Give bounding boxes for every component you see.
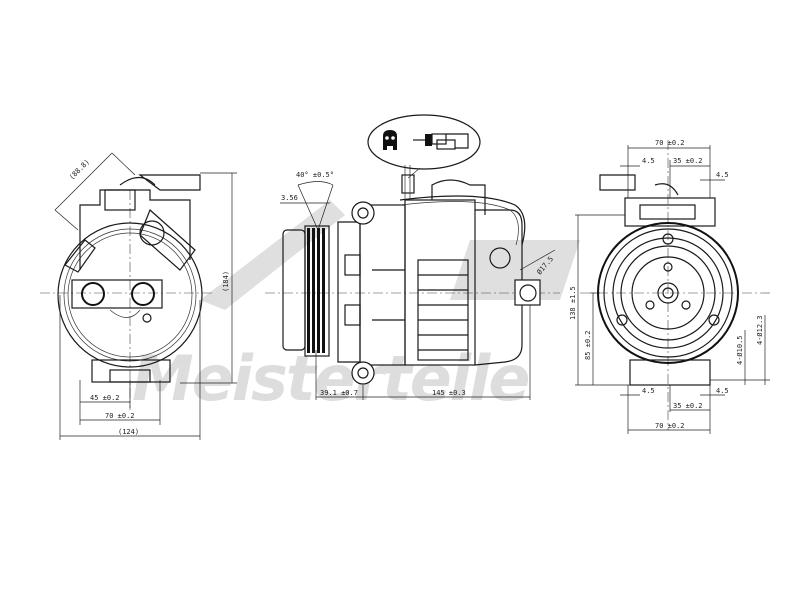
dim-height: (184) xyxy=(222,271,230,292)
dim-70: 70 ±0.2 xyxy=(105,412,135,420)
front-view: 70 ±0.2 4.5 35 ±0.2 4.5 138 ±1.5 85 ±0.2… xyxy=(569,139,770,434)
dim-hole-1: 4-Ø10.5 xyxy=(736,335,744,365)
dim-height-85: 85 ±0.2 xyxy=(584,330,592,360)
dim-diagonal: (88.8) xyxy=(68,158,92,182)
watermark-swoosh xyxy=(200,200,345,310)
dim-height-138: 138 ±1.5 xyxy=(569,286,577,320)
dim-top-4-5-left: 4.5 xyxy=(642,157,655,165)
dim-offset: 39.1 ±0.7 xyxy=(320,389,358,397)
dim-angle: 40° ±0.5° xyxy=(296,171,334,179)
dim-top-35: 35 ±0.2 xyxy=(673,157,703,165)
dim-hole-2: 4-Ø12.3 xyxy=(756,315,764,345)
connector-plug-icon xyxy=(383,130,397,150)
dim-top-70: 70 ±0.2 xyxy=(655,139,685,147)
dim-45: 45 ±0.2 xyxy=(90,394,120,402)
dim-124: (124) xyxy=(118,428,139,436)
connector-callout xyxy=(367,114,481,170)
dim-bot-70: 70 ±0.2 xyxy=(655,422,685,430)
connector-side-icon xyxy=(413,133,469,150)
rear-view: (88.8) (184) 45 ±0.2 70 ±0.2 (124) xyxy=(40,152,237,440)
dim-bot-4-5-right: 4.5 xyxy=(716,387,729,395)
dim-bot-4-5-left: 4.5 xyxy=(642,387,655,395)
dim-top-4-5-right: 4.5 xyxy=(716,171,729,179)
dim-groove: 3.56 xyxy=(281,194,298,202)
watermark: Meisterteile xyxy=(132,200,580,415)
watermark-text: Meisterteile xyxy=(132,342,528,415)
watermark-swoosh-2 xyxy=(450,240,580,300)
dim-length: 145 ±0.3 xyxy=(432,389,466,397)
dim-bot-35: 35 ±0.2 xyxy=(673,402,703,410)
